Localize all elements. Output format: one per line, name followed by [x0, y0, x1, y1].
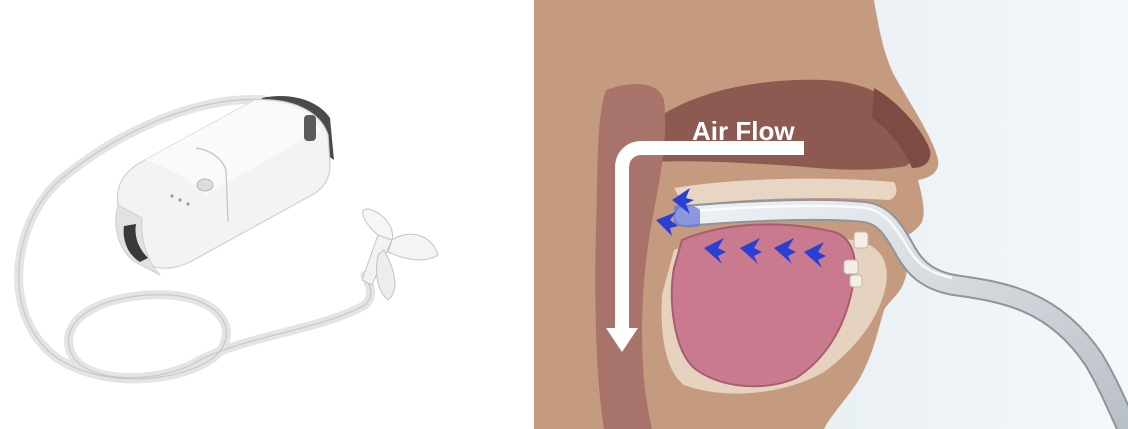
airway-illustration-svg: Air Flow — [534, 0, 1128, 429]
airway-illustration: Air Flow — [534, 0, 1128, 429]
airflow-label: Air Flow — [692, 116, 795, 146]
device-photo-svg — [0, 0, 520, 429]
device-photo — [0, 0, 520, 429]
